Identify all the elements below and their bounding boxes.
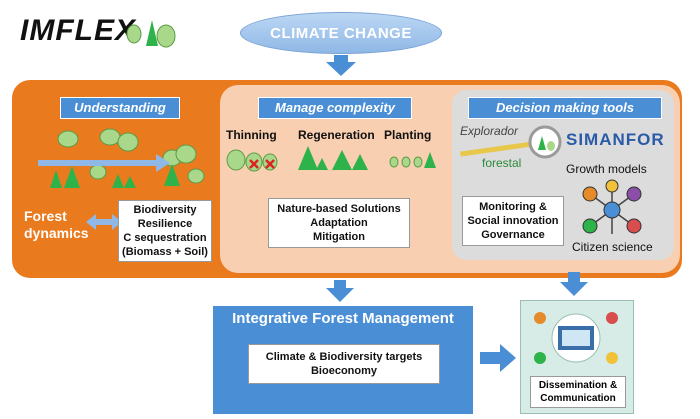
dissemination-text: Dissemination & (538, 380, 618, 391)
biomass-soil-text: (Biomass + Soil) (122, 246, 208, 258)
citizen-science-network-icon (582, 179, 642, 234)
arrow-down-to-ifm (326, 280, 354, 302)
citizen-science-label: Citizen science (572, 240, 653, 254)
ifm-targets-box: Climate & Biodiversity targets Bioeconom… (248, 344, 440, 384)
forest-dynamics-label: Forest dynamics (24, 208, 89, 241)
imflex-logo: IMFLEX (20, 14, 136, 47)
arrow-down-to-dissemination (560, 272, 588, 296)
monitoring-text: Monitoring & (479, 201, 547, 213)
climate-change-node: CLIMATE CHANGE (240, 12, 442, 54)
decision-tools-header: Decision making tools (468, 97, 662, 119)
planting-label: Planting (384, 128, 432, 142)
understanding-header: Understanding (60, 97, 180, 119)
simanfor-logo: SIMANFOR (566, 130, 665, 149)
double-arrow (86, 214, 122, 230)
climate-biodiversity-text: Climate & Biodiversity targets (265, 351, 423, 363)
adaptation-text: Adaptation (310, 217, 368, 229)
social-innovation-text: Social innovation (467, 215, 559, 227)
nbs-box: Nature-based Solutions Adaptation Mitiga… (268, 198, 410, 248)
communication-text: Communication (540, 393, 616, 404)
explorador-forestal-logo (460, 125, 562, 159)
biodiversity-text: Biodiversity (133, 204, 197, 216)
thinning-label: Thinning (226, 128, 277, 142)
cut-x-icon (249, 159, 275, 169)
forestal-text: forestal (482, 156, 522, 170)
regeneration-label: Regeneration (298, 128, 375, 142)
arrow-down-climate (326, 55, 356, 76)
dissemination-label-box: Dissemination & Communication (530, 376, 626, 408)
ifm-title: Integrative Forest Management (232, 310, 454, 327)
explorador-text: Explorador (460, 124, 519, 138)
understanding-outcomes-box: Biodiversity Resilience C sequestration … (118, 200, 212, 262)
mitigation-text: Mitigation (313, 231, 365, 243)
nbs-text: Nature-based Solutions (277, 203, 401, 215)
manage-complexity-header: Manage complexity (258, 97, 412, 119)
growth-models-label: Growth models (566, 162, 647, 176)
governance-text: Governance (481, 229, 545, 241)
arrow-right-to-dissemination (480, 344, 516, 372)
monitoring-box: Monitoring & Social innovation Governanc… (462, 196, 564, 246)
resilience-text: Resilience (137, 218, 193, 230)
c-sequestration-text: C sequestration (123, 232, 207, 244)
bioeconomy-text: Bioeconomy (310, 365, 377, 377)
